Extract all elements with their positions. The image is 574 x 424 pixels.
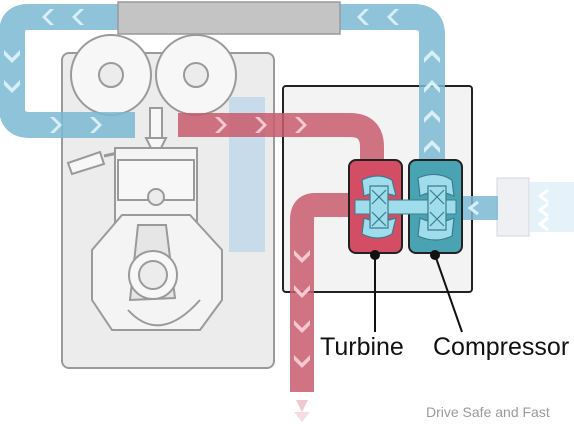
air-filter-icon <box>496 177 574 237</box>
air-inlet-duct <box>460 196 498 220</box>
exhaust-outlet-duct <box>290 193 354 392</box>
turbine-wheel-icon <box>361 175 397 239</box>
compressor-label: Compressor <box>433 333 570 361</box>
turbine-label: Turbine <box>320 333 404 361</box>
intake-flow-arrows <box>4 9 440 153</box>
exhaust-flow-arrows <box>215 117 310 368</box>
compressor-callout-line <box>434 254 463 333</box>
intercooler-icon <box>117 1 341 35</box>
compressor-wheel-icon <box>417 173 455 241</box>
watermark-text: Drive Safe and Fast <box>426 404 550 420</box>
exhaust-duct <box>178 113 384 162</box>
intake-duct <box>0 4 445 165</box>
